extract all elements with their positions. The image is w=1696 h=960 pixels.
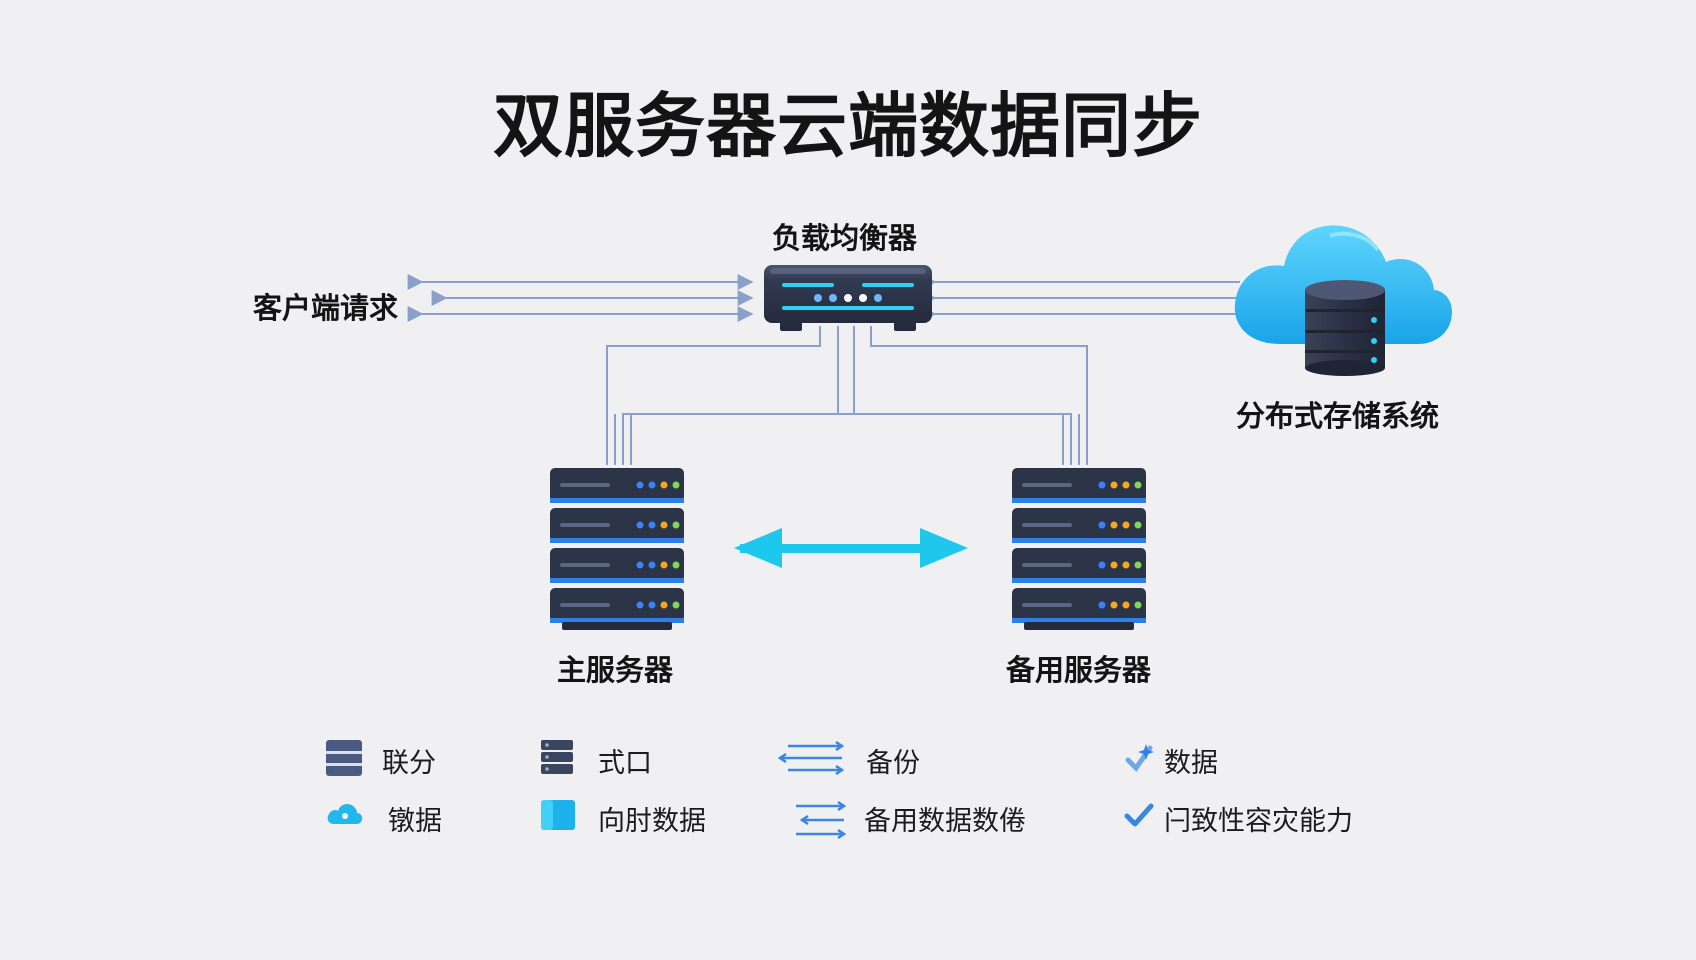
sync-arrows-icon: [777, 740, 845, 776]
sparkle-check-icon: [1125, 744, 1154, 772]
legend-label: 闩致性容灾能力: [1164, 806, 1353, 837]
cloud-icon: [327, 803, 363, 824]
legend-label: 向肘数据: [598, 806, 706, 837]
load-balancer-label: 负载均衡器: [772, 221, 918, 255]
transfer-arrows-icon: [796, 800, 847, 840]
client-requests-label: 客户端请求: [253, 291, 399, 325]
legend-label: 联分: [382, 748, 436, 779]
server-connectors: [606, 326, 1088, 465]
server-rack-icon: [326, 740, 362, 776]
legend-label: 镦据: [388, 806, 442, 837]
primary-server-icon: [550, 468, 684, 630]
load-balancer-icon: [764, 265, 932, 331]
storage-arrows: [920, 274, 1240, 322]
storage-label: 分布式存储系统: [1236, 399, 1440, 433]
database-icon: [1305, 280, 1385, 376]
sync-double-arrow: [734, 528, 968, 568]
legend-label: 备用数据数倦: [864, 806, 1026, 837]
backup-server-icon: [1012, 468, 1146, 630]
legend-label: 数据: [1164, 748, 1218, 779]
client-request-arrows: [407, 274, 754, 322]
blue-square-icon: [541, 800, 575, 830]
legend-label: 备份: [866, 748, 920, 779]
server-stack-icon: [541, 740, 573, 774]
primary-server-label: 主服务器: [557, 653, 674, 687]
legend-label: 式口: [598, 748, 652, 779]
backup-server-label: 备用服务器: [1006, 653, 1152, 687]
checkmark-icon: [1124, 803, 1154, 827]
page-title: 双服务器云端数据同步: [493, 85, 1203, 167]
